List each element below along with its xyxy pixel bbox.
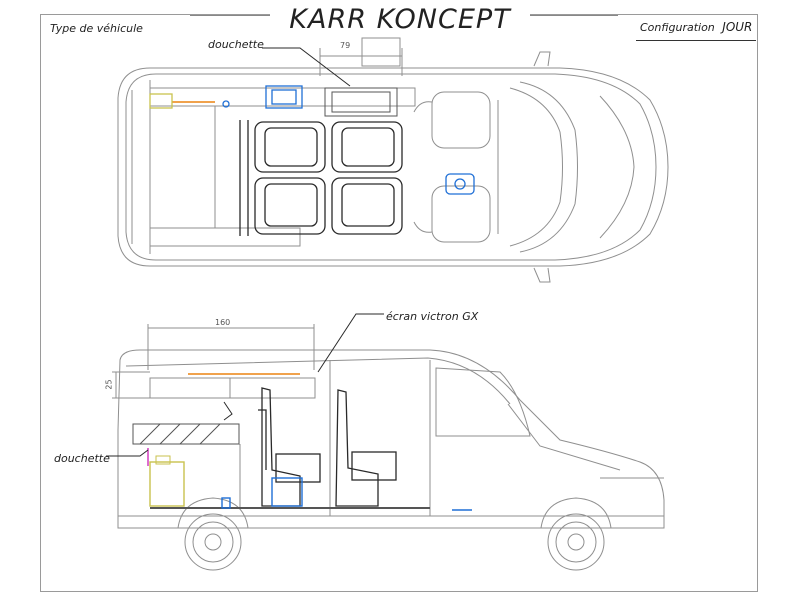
configuration-box: Configuration JOUR bbox=[636, 20, 757, 41]
van-side-view bbox=[106, 313, 665, 571]
configuration-value: JOUR bbox=[722, 20, 753, 34]
label-douchette-side: douchette bbox=[54, 452, 110, 465]
label-douchette-top: douchette bbox=[208, 38, 264, 51]
van-top-view bbox=[117, 37, 669, 283]
label-ecran-victron: écran victron GX bbox=[386, 310, 479, 323]
title-rule-right bbox=[528, 15, 618, 16]
configuration-label: Configuration bbox=[640, 21, 715, 34]
drawing-title: KARR KONCEPT bbox=[270, 4, 530, 35]
title-rule-left bbox=[190, 15, 275, 16]
dim-side-length: 160 bbox=[215, 318, 231, 327]
dim-top-width: 79 bbox=[340, 41, 351, 50]
vehicle-type-label: Type de véhicule bbox=[50, 22, 143, 35]
